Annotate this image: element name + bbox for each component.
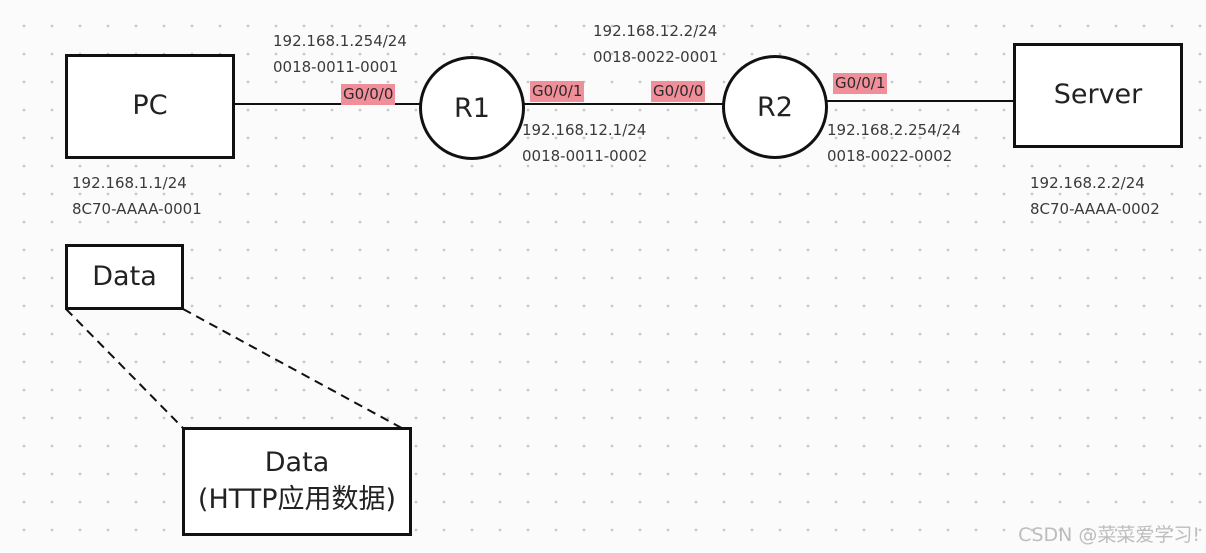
r2-g000-port: G0/0/0 bbox=[651, 81, 706, 102]
r1-label: R1 bbox=[454, 92, 490, 124]
pc-ip: 192.168.1.1/24 bbox=[72, 174, 187, 192]
server-mac: 8C70-AAAA-0002 bbox=[1030, 200, 1160, 218]
watermark: CSDN @菜菜爱学习! bbox=[1018, 524, 1200, 546]
server-label: Server bbox=[1053, 79, 1143, 111]
r1-g000-ip: 192.168.1.254/24 bbox=[273, 32, 407, 50]
r2-g000-ip: 192.168.12.2/24 bbox=[593, 22, 718, 40]
pc-label: PC bbox=[132, 90, 168, 122]
r1-g001-ip: 192.168.12.1/24 bbox=[522, 121, 647, 139]
data-packet-expanded: Data (HTTP应用数据) bbox=[182, 427, 412, 536]
r1-g000-port: G0/0/0 bbox=[341, 84, 396, 105]
r2-g001-port: G0/0/1 bbox=[833, 73, 888, 94]
r1-g001-port: G0/0/1 bbox=[530, 81, 585, 102]
pc-mac: 8C70-AAAA-0001 bbox=[72, 200, 202, 218]
expand-line-left bbox=[65, 308, 184, 429]
server-ip: 192.168.2.2/24 bbox=[1030, 174, 1145, 192]
data-expanded-title: Data bbox=[264, 447, 330, 479]
expand-line-right bbox=[182, 308, 410, 433]
data-expanded-desc: (HTTP应用数据) bbox=[197, 483, 397, 515]
r2-g001-ip: 192.168.2.254/24 bbox=[827, 121, 961, 139]
data-packet-label: Data bbox=[92, 260, 157, 292]
data-packet: Data bbox=[65, 244, 184, 310]
r2-g000-mac: 0018-0022-0001 bbox=[593, 48, 719, 66]
r2-g001-mac: 0018-0022-0002 bbox=[827, 147, 953, 165]
r1-g001-mac: 0018-0011-0002 bbox=[522, 147, 648, 165]
router-r2: R2 bbox=[722, 55, 828, 159]
r1-g000-mac: 0018-0011-0001 bbox=[273, 58, 399, 76]
server-node: Server bbox=[1013, 43, 1183, 148]
pc-node: PC bbox=[65, 54, 235, 159]
router-r1: R1 bbox=[419, 56, 525, 160]
r2-label: R2 bbox=[757, 91, 793, 123]
